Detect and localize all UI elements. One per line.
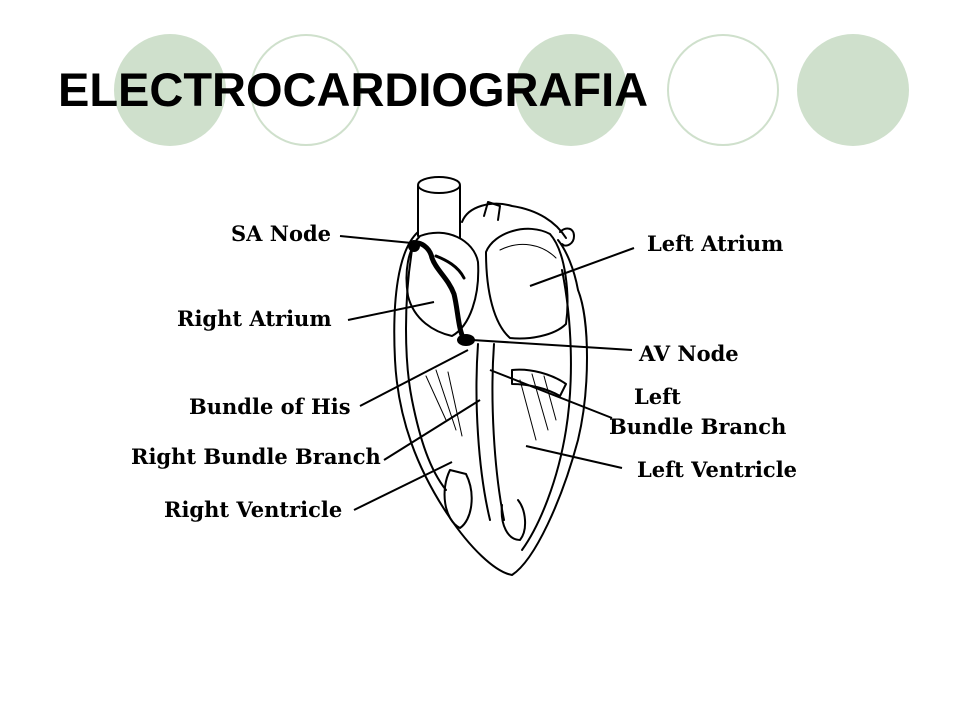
slide-title: ELECTROCARDIOGRAFIA (58, 63, 649, 116)
label-sa-node: SA Node (231, 221, 331, 246)
decorative-circle-3 (515, 34, 627, 146)
left-inner-wall (521, 269, 572, 551)
leader-lines (339, 235, 635, 511)
heart-illustration (393, 176, 588, 576)
right-papillary-muscle (443, 469, 473, 529)
left-bundle-fibers (511, 368, 567, 397)
aortic-arch (461, 202, 567, 239)
left-papillary-muscle (500, 499, 526, 541)
label-left-atrium: Left Atrium (647, 231, 783, 256)
pulmonary-vein (559, 227, 575, 247)
decorative-ring-2 (250, 34, 362, 146)
label-av-node: AV Node (638, 341, 739, 366)
left-atrium-shading (499, 244, 557, 259)
interventricular-septum (475, 343, 505, 521)
label-right-atrium: Right Atrium (177, 306, 332, 331)
decorative-circle-1 (114, 34, 226, 146)
label-left-ventricle: Left Ventricle (637, 457, 797, 482)
av-node-marker (457, 334, 475, 346)
right-inner-wall (405, 249, 447, 491)
label-right-bundle-branch: Right Bundle Branch (131, 444, 381, 469)
label-left-bundle-branch-line2: Bundle Branch (609, 414, 786, 439)
right-atrium-chamber (405, 231, 480, 337)
decorative-circle-5 (797, 34, 909, 146)
trabeculae (425, 369, 557, 441)
internodal-branch (434, 254, 466, 280)
label-left-bundle-branch-line1: Left (634, 384, 681, 409)
superior-vena-cava (417, 185, 461, 239)
decorative-ring-4 (667, 34, 779, 146)
vena-cava-opening (417, 176, 461, 194)
label-right-ventricle: Right Ventricle (164, 497, 342, 522)
label-bundle-of-his: Bundle of His (189, 394, 351, 419)
left-atrium-chamber (485, 227, 569, 340)
internodal-pathway (409, 240, 467, 343)
heart-outer-wall (393, 231, 588, 576)
pulmonary-artery (483, 201, 501, 221)
